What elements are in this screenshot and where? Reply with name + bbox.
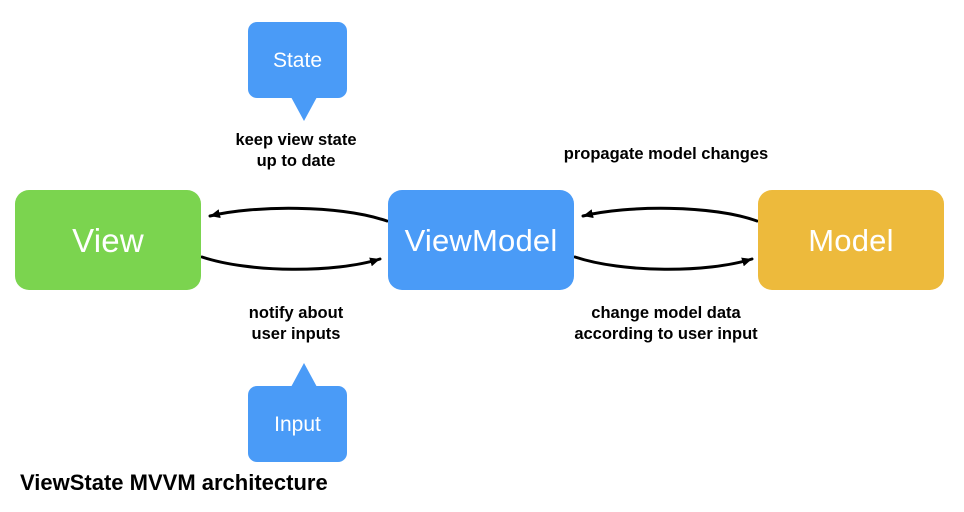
annotation-propagate-model-changes: propagate model changes — [563, 145, 769, 163]
node-viewmodel: ViewModel — [388, 190, 574, 290]
callout-state: State — [248, 22, 347, 121]
arrow-model-to-viewmodel — [581, 206, 759, 223]
diagram-caption: ViewState MVVM architecture — [20, 470, 328, 495]
annotation-notify-about-user-inputs: notify about user inputs — [248, 304, 344, 344]
node-viewmodel-label: ViewModel — [404, 222, 558, 258]
callout-input: Input — [248, 363, 347, 462]
arrow-viewmodel-to-view — [208, 206, 389, 223]
node-model-label: Model — [808, 222, 894, 258]
callout-state-tail — [291, 97, 317, 121]
annotation-keep-view-state: keep view state up to date — [235, 131, 357, 171]
node-view-label: View — [72, 221, 144, 259]
callout-input-label: Input — [274, 412, 321, 436]
node-model: Model — [758, 190, 944, 290]
arrow-viewmodel-to-model — [573, 255, 754, 271]
callout-state-label: State — [272, 48, 323, 72]
callout-input-tail — [291, 363, 317, 387]
annotation-change-model-data: change model data according to user inpu… — [574, 304, 758, 344]
arrow-view-to-viewmodel — [200, 255, 382, 271]
node-view: View — [15, 190, 201, 290]
